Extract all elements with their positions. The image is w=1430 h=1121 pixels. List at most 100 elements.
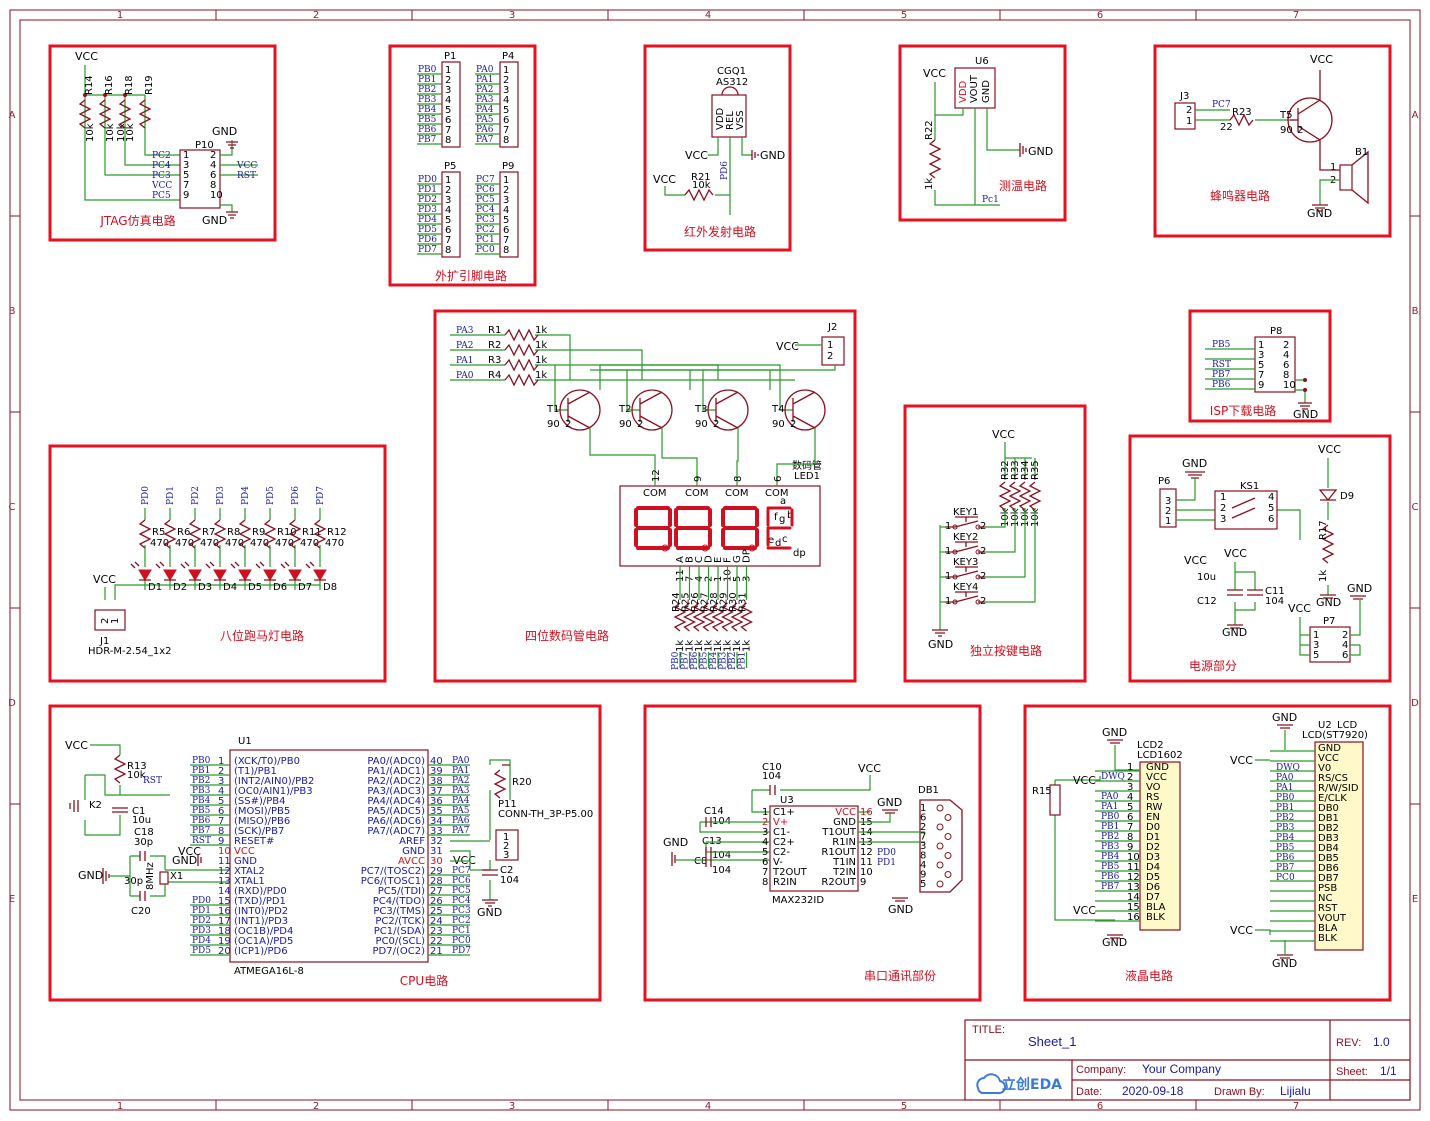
u2-pin-name: R/W/SID <box>1318 783 1359 794</box>
temp-block <box>898 44 1067 222</box>
seg-tpin: 2 <box>637 419 643 430</box>
cpu-left-pin: 6 <box>218 806 224 817</box>
cpu-right-name: PC5/(TDI) <box>378 886 425 897</box>
key-rref: R33 <box>1010 460 1021 480</box>
seg-mini-f: f <box>774 512 778 523</box>
ruler-col-bottom: 2 <box>313 1101 319 1112</box>
outer-frame <box>9 9 1421 1111</box>
pwr-p7-6: 6 <box>1342 650 1348 661</box>
buzzer-b1-ref: B1 <box>1355 147 1368 158</box>
seg-com-wire <box>661 428 698 486</box>
temp-r22-ref: R22 <box>924 120 935 140</box>
seg-rref: R1 <box>488 325 501 336</box>
seg-dot <box>701 544 709 552</box>
cpu-left-net: PD2 <box>192 916 211 926</box>
isp-pin-right: 6 <box>1283 360 1289 371</box>
cpu-left-pin: 9 <box>218 836 224 847</box>
seg-rval: 1k <box>535 370 547 381</box>
seg-net2: PB5 <box>700 651 710 670</box>
jtag-net-left: PC2 <box>152 151 171 161</box>
cpu-right-name: PA0/(ADC0) <box>367 756 425 767</box>
led-dref: D2 <box>173 582 187 593</box>
uart-db-pinnum: 4 <box>920 860 926 871</box>
cpu-right-net: PA1 <box>452 766 469 776</box>
cpu-c2-val: 104 <box>500 875 519 886</box>
led-j1 <box>94 609 126 631</box>
lcd2-pin-name: RW <box>1146 802 1163 813</box>
uart-db-pinnum: 5 <box>920 879 926 890</box>
uart-db-pin <box>936 823 944 831</box>
cpu-left-name: (INT0)/PD2 <box>234 906 288 917</box>
ext-caption: 外扩引脚电路 <box>435 268 507 283</box>
ext-pin-num: 1 <box>503 175 509 186</box>
ext-pin-num: 2 <box>445 75 451 86</box>
cpu-circuit: U1 ATMEGA16L-8 VCC R13 10k RST K2 C1 10u… <box>65 736 593 977</box>
seg-emitter-bus <box>554 364 781 390</box>
pwr-gnd-4: GND <box>1347 582 1372 595</box>
cpu-gnd-right: GND <box>477 906 502 919</box>
seg-tpin: 2 <box>713 419 719 430</box>
ruler-row-right: B <box>1412 306 1419 317</box>
led-diode <box>313 569 327 581</box>
led-net: PD4 <box>241 486 251 505</box>
ext-pin-num: 1 <box>445 65 451 76</box>
isp-pin-left: 9 <box>1258 380 1264 391</box>
jtag-pin-left: 7 <box>183 180 189 191</box>
seg-resistor2 <box>730 602 744 632</box>
isp-pin-right: 8 <box>1283 370 1289 381</box>
ext-net: PD3 <box>418 205 437 215</box>
u2-pin-name: VOUT <box>1318 913 1347 924</box>
pwr-vcc-1: VCC <box>1318 443 1341 456</box>
cpu-right-pin: 34 <box>430 816 443 827</box>
isp-connector-p8 <box>1254 336 1296 393</box>
cpu-left-net: PB6 <box>192 816 211 826</box>
lcd2-pin-num: 9 <box>1127 842 1133 853</box>
key-caption: 独立按键电路 <box>970 643 1042 658</box>
cpu-right-pin: 33 <box>430 826 443 837</box>
seg-resistor <box>504 328 539 342</box>
seg-j2-pin1: 1 <box>827 340 833 351</box>
cpu-right-pin: 32 <box>430 836 443 847</box>
key-rref: R32 <box>1000 460 1011 480</box>
cpu-gnd-2: GND <box>172 854 197 867</box>
ruler-row-right: C <box>1412 502 1419 513</box>
seg-digit-last <box>766 506 794 550</box>
led-net: PD6 <box>291 486 301 505</box>
cpu-right-pin: 40 <box>430 756 443 767</box>
key-contact <box>975 599 981 605</box>
led-block <box>48 444 387 683</box>
pwr-vcc-3: VCC <box>1224 547 1247 560</box>
led-net: PD1 <box>166 486 176 505</box>
led-resistor <box>313 519 327 549</box>
key-contact <box>975 524 981 530</box>
temp-r22-val: 1k <box>924 178 935 190</box>
seg-base-wire <box>626 380 640 411</box>
key-pin2: 2 <box>980 546 986 557</box>
ext-pin-num: 5 <box>503 215 509 226</box>
pwr-gnd-2: GND <box>1316 596 1341 609</box>
uart-db-pin <box>936 804 944 812</box>
key-pin1: 1 <box>945 546 951 557</box>
uart-right-name: VCC <box>835 807 856 818</box>
key-contact <box>952 549 958 555</box>
buzzer-circuit: J3 2 1 PC7 R23 22 VCC T5 90 2 B1 1 2 GND <box>1174 53 1369 220</box>
ruler-col-bottom: 6 <box>1097 1101 1103 1112</box>
ext-net: PB0 <box>418 65 437 75</box>
lcd-block <box>1023 704 1392 1002</box>
cpu-right-net: PC1 <box>452 926 471 936</box>
lcd2-pin-num: 16 <box>1127 912 1140 923</box>
cpu-left-name: (OC1A)/PD5 <box>234 936 293 947</box>
ext-pin-num: 8 <box>445 245 451 256</box>
lcd2-pin-name: D7 <box>1146 892 1160 903</box>
cpu-right-name: GND <box>402 846 425 857</box>
ext-pin-num: 8 <box>503 245 509 256</box>
uart-right-name: T1IN <box>832 857 856 868</box>
cpu-left-pin: 13 <box>218 876 231 887</box>
isp-ref: P8 <box>1270 326 1282 337</box>
ext-net: PB2 <box>418 85 436 95</box>
seg-transistor <box>631 389 673 431</box>
ext-pin-num: 6 <box>503 115 509 126</box>
cpu-right-pin: 25 <box>430 906 443 917</box>
ext-net: PC6 <box>476 185 495 195</box>
u2-pin-name: DB7 <box>1318 873 1339 884</box>
